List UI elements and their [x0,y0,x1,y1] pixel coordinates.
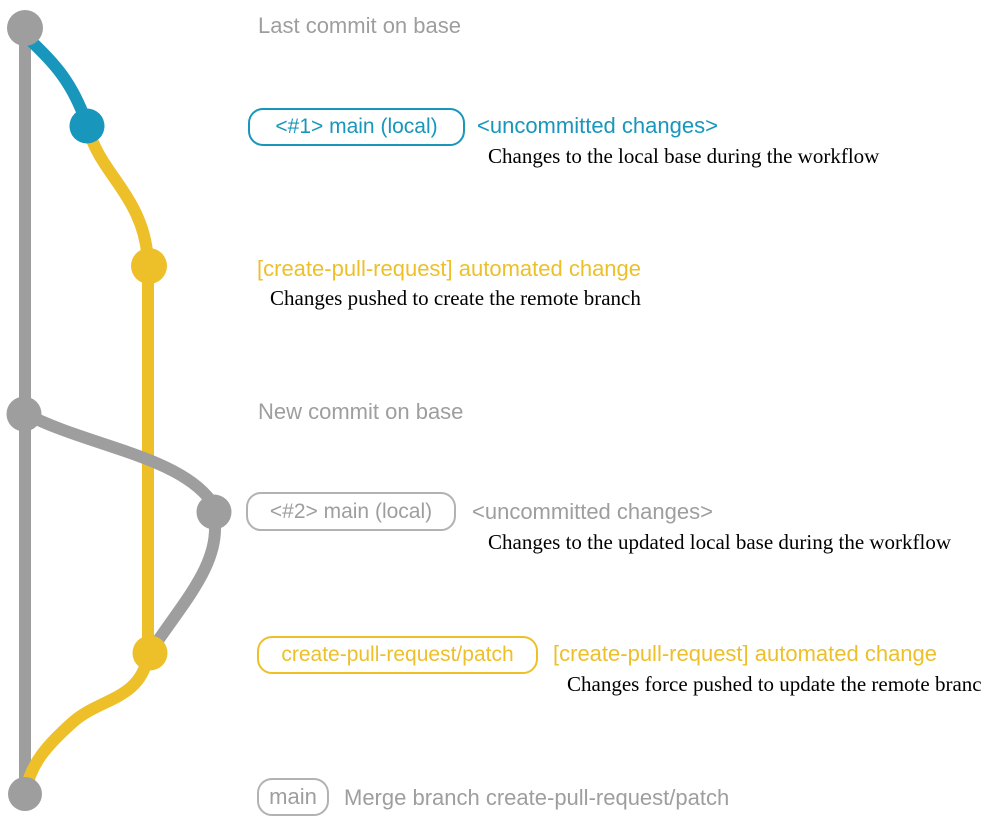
badge-main-local-1-label: <#1> main (local) [275,115,438,138]
badge-main: main [257,778,329,816]
commit-dot-uncommitted-1 [69,108,105,144]
commit-graph [6,10,232,811]
commit-dot-last-commit-on-base [7,10,43,46]
heading-automated-change-1: [create-pull-request] automated change [257,256,642,281]
desc-automated-change-1: Changes pushed to create the remote bran… [270,286,641,310]
desc-automated-change-2: Changes force pushed to update the remot… [567,672,981,696]
badge-main-local-1: <#1> main (local) [248,108,465,146]
label-new-commit-on-base: New commit on base [258,399,464,424]
badge-create-pull-request-patch-label: create-pull-request/patch [281,643,514,666]
commit-dot-new-commit-on-base [6,396,42,432]
badge-main-label: main [269,784,317,809]
badge-main-local-2: <#2> main (local) [246,492,456,531]
badge-create-pull-request-patch: create-pull-request/patch [257,636,538,674]
rebased-main-curve-top [20,408,217,507]
commit-dot-merge-commit [8,777,42,811]
label-merge-branch: Merge branch create-pull-request/patch [344,785,730,810]
commit-dot-automated-change-1 [131,248,167,284]
local-main-branch-curve [20,30,92,128]
commit-dot-uncommitted-2 [196,494,232,530]
heading-automated-change-2: [create-pull-request] automated change [553,641,938,666]
patch-branch-curve-top [82,122,154,270]
heading-uncommitted-changes-1: <uncommitted changes> [477,113,718,138]
commit-dot-automated-change-2 [132,635,168,671]
label-last-commit-on-base: Last commit on base [258,13,461,38]
desc-uncommitted-changes-1: Changes to the local base during the wor… [488,144,880,168]
desc-uncommitted-changes-2: Changes to the updated local base during… [488,530,952,554]
badge-main-local-2-label: <#2> main (local) [269,499,433,523]
patch-merge-curve [20,650,154,796]
rebased-main-curve-bottom [147,510,222,654]
heading-uncommitted-changes-2: <uncommitted changes> [472,499,713,524]
